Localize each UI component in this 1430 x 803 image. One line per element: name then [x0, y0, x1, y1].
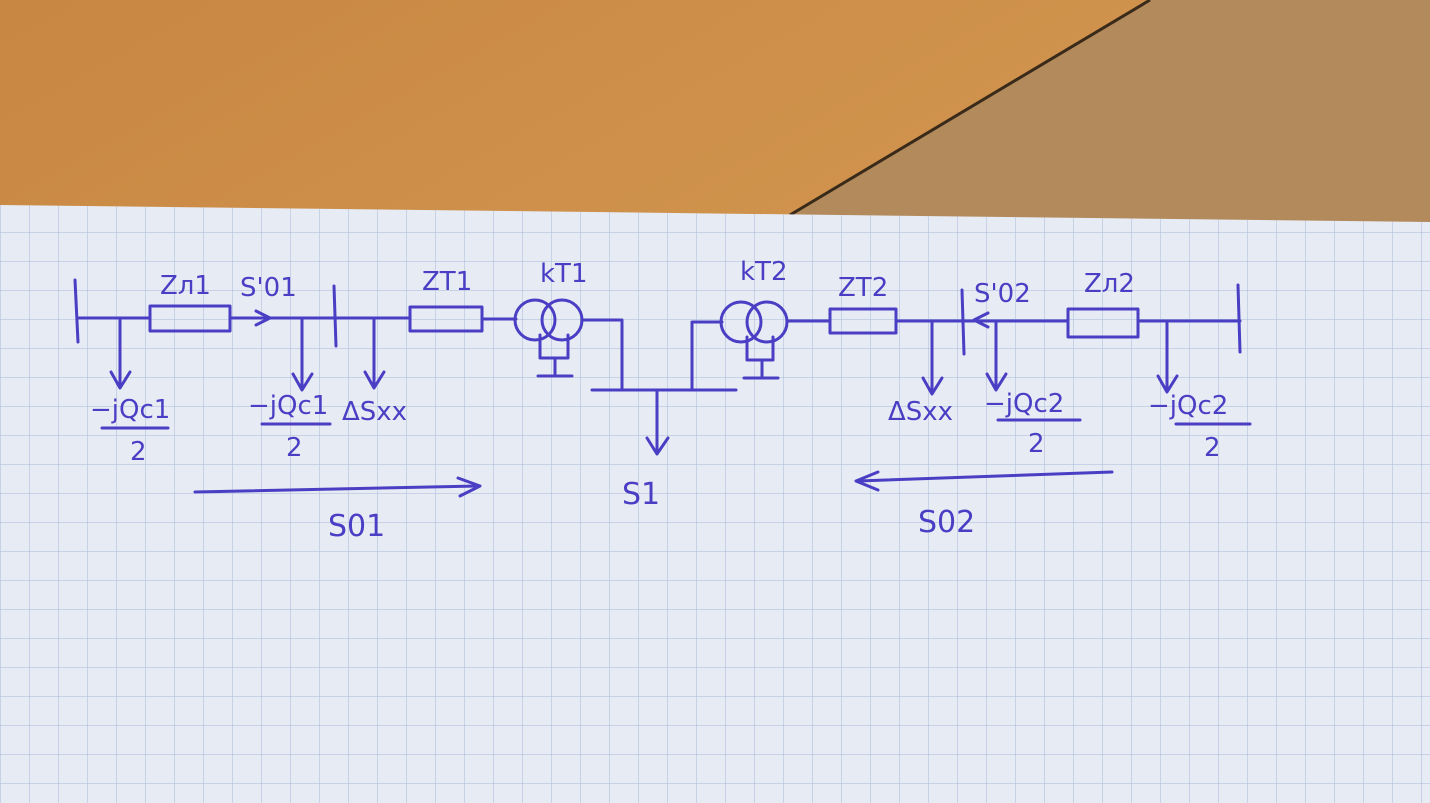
right-bus-bar	[1236, 283, 1242, 354]
label-zl2: Zл2	[1084, 269, 1135, 299]
shunt-arrowhead-qc1-left	[109, 370, 132, 390]
label-dsxx-right: ΔSxx	[888, 397, 953, 427]
wire-t1-to-load	[580, 318, 624, 392]
left-bus-bar	[73, 278, 80, 344]
arrow-s-prime-01	[254, 309, 272, 327]
label-zt2: ZT2	[838, 273, 888, 303]
transformer-t2-ground	[745, 335, 775, 362]
shunt-arrowhead-qc2-right	[1156, 374, 1179, 394]
shunt-arrowhead-qc2-mid	[985, 372, 1008, 392]
label-s1: S1	[622, 477, 660, 512]
label-qc2-right-numerator: −jQc2	[1148, 391, 1228, 421]
wire-load-to-t2	[690, 320, 724, 392]
label-qc2-mid-denominator: 2	[1028, 429, 1045, 459]
label-qc1-left-numerator: −jQc1	[90, 395, 170, 425]
arrow-s-prime-02	[972, 311, 990, 329]
shunt-arrowhead-qc1-mid	[291, 372, 314, 392]
wooden-board	[790, 0, 1430, 230]
label-s02: S02	[918, 505, 975, 540]
flow-arrow-s02-head	[854, 470, 880, 492]
label-qc1-left-denominator: 2	[130, 437, 147, 467]
label-kt2: kT2	[740, 257, 787, 287]
flow-arrow-s01-line	[193, 484, 480, 494]
label-dsxx-left: ΔSxx	[342, 397, 407, 427]
label-zt1: ZT1	[422, 267, 472, 297]
circuit-diagram	[73, 278, 1252, 498]
impedance-zl2	[1066, 307, 1140, 339]
right-middle-bus-bar	[960, 288, 966, 356]
flow-arrow-s02-line	[856, 470, 1114, 483]
graph-paper-grid	[0, 205, 1430, 803]
label-qc1-mid-denominator: 2	[286, 433, 303, 463]
shunt-arrowhead-dsxx-right	[921, 376, 944, 396]
flow-arrow-s01-head	[456, 476, 482, 498]
label-s-prime-01: S'01	[240, 273, 297, 303]
middle-bus-bar	[332, 284, 338, 348]
label-kt1: kT1	[540, 259, 587, 289]
label-zl1: Zл1	[160, 271, 211, 301]
label-s01: S01	[328, 509, 385, 544]
label-qc1-mid-numerator: −jQc1	[248, 391, 328, 421]
transformer-t1-winding-1	[513, 298, 557, 342]
label-qc2-mid-numerator: −jQc2	[984, 389, 1064, 419]
transformer-t2-winding-1	[719, 300, 763, 344]
shunt-arrowhead-dsxx-left	[363, 370, 386, 390]
label-s-prime-02: S'02	[974, 279, 1031, 309]
load-s1-arrow	[645, 436, 670, 456]
label-qc2-right-denominator: 2	[1204, 433, 1221, 463]
diagram-labels: Zл1 S'01 ZT1 kT1 kT2 ZT2 S'02 Zл2 −jQc1 …	[90, 257, 1228, 544]
board-edge-line	[789, 0, 1151, 217]
